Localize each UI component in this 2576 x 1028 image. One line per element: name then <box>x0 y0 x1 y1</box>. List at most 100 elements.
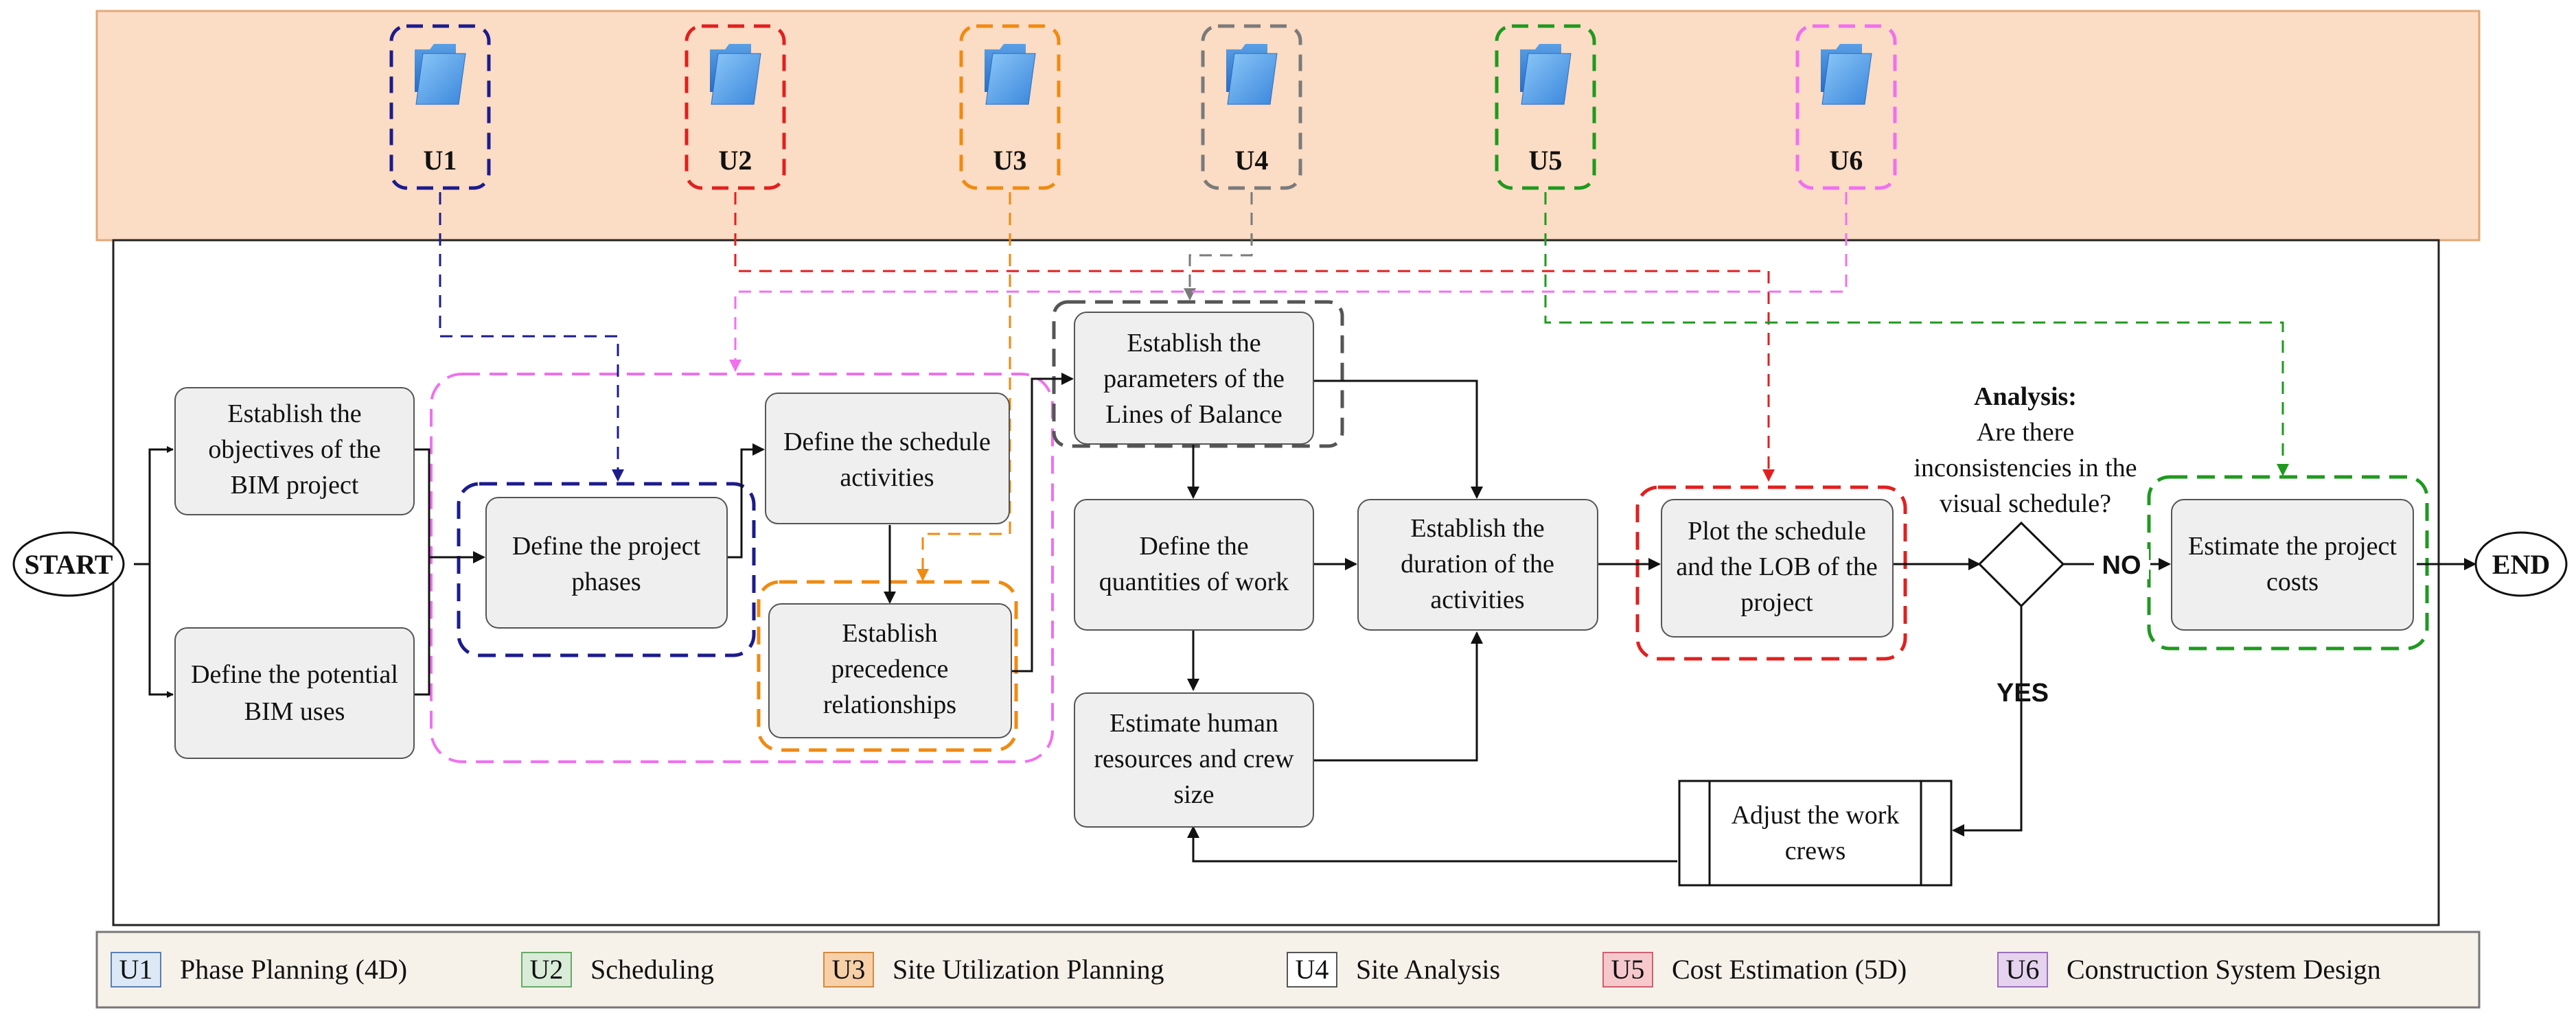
node-duration-line3: activities <box>1430 585 1524 614</box>
node-human-resources: Estimate human resources and crew size <box>1074 692 1314 828</box>
node-quantities-line1: Define the <box>1139 532 1248 561</box>
node-quantities: Define the quantities of work <box>1074 499 1314 631</box>
node-costs-line2: costs <box>2266 568 2319 596</box>
node-objectives-line3: BIM project <box>231 471 359 500</box>
node-precedence-line1: Establish <box>842 619 937 648</box>
node-human-resources-line1: Estimate human <box>1109 709 1278 738</box>
node-adjust-crews: Adjust the work crews <box>1678 780 1953 887</box>
flow-start-potential-uses <box>148 564 174 698</box>
node-precedence: Establish precedence relationships <box>768 603 1012 738</box>
start-node: START <box>12 531 125 597</box>
flow-start-objectives <box>134 446 174 565</box>
legend-item-u5: U5 Cost Estimation (5D) <box>1602 952 1907 988</box>
node-plot-schedule-line3: project <box>1740 588 1813 617</box>
decision-node: Analysis: Are there inconsistencies in t… <box>1913 382 2149 708</box>
legend-label-u2: Scheduling <box>590 954 714 985</box>
legend-code-u2: U2 <box>530 954 564 985</box>
node-objectives-line1: Establish the <box>227 399 361 428</box>
decision-diamond <box>1977 521 2065 608</box>
use-u2-frame <box>685 24 786 190</box>
use-u2-label: U2 <box>719 145 752 176</box>
legend-code-u4: U4 <box>1296 954 1329 985</box>
legend-code-u3: U3 <box>832 954 866 985</box>
end-ellipse <box>2474 531 2568 597</box>
analysis-question-line1: Are there <box>1977 418 2074 447</box>
flow-precedence-lob <box>1011 373 1074 673</box>
node-schedule-activities-line1: Define the schedule <box>783 428 991 456</box>
legend-label-u6: Construction System Design <box>2067 954 2381 985</box>
use-u3-label: U3 <box>993 145 1027 176</box>
use-u4: U4 <box>1201 24 1302 190</box>
use-u5-label: U5 <box>1529 145 1563 176</box>
use-u2: U2 <box>685 24 786 190</box>
node-precedence-line3: relationships <box>823 690 956 719</box>
legend-label-u1: Phase Planning (4D) <box>180 954 407 985</box>
node-human-resources-line3: size <box>1173 780 1214 809</box>
legend-item-u4: U4 Site Analysis <box>1287 952 1500 988</box>
u3-connector <box>917 192 1011 581</box>
u4-connector <box>1184 192 1253 301</box>
bim-uses-band <box>95 10 2481 242</box>
legend-code-u1: U1 <box>119 954 153 985</box>
decision-yes-label: YES <box>1997 679 2049 708</box>
analysis-title: Analysis: <box>1974 382 2077 411</box>
node-lob-params: Establish the parameters of the Lines of… <box>1074 312 1314 445</box>
legend-item-u6: U6 Construction System Design <box>1997 952 2381 988</box>
u6-connector <box>729 192 1848 372</box>
flow-adjust-resources <box>1187 826 1677 863</box>
flow-uses-phases <box>414 557 430 696</box>
node-lob-params-line1: Establish the <box>1127 329 1261 358</box>
node-human-resources-line2: resources and crew <box>1094 745 1294 773</box>
use-u4-label: U4 <box>1235 145 1269 176</box>
use-u6-label: U6 <box>1830 145 1863 176</box>
use-u1: U1 <box>389 24 491 190</box>
u1-connector <box>439 192 624 482</box>
node-precedence-line2: precedence <box>831 655 949 684</box>
u4-group-box <box>1052 300 1344 448</box>
node-costs: Estimate the project costs <box>2171 499 2414 631</box>
node-plot-schedule-line2: and the LOB of the <box>1676 552 1877 581</box>
node-project-phases-line2: phases <box>571 568 641 596</box>
end-label: END <box>2492 549 2550 580</box>
node-duration: Establish the duration of the activities <box>1357 499 1598 631</box>
node-potential-uses-line1: Define the potential <box>191 660 398 689</box>
legend-item-u1: U1 Phase Planning (4D) <box>111 952 407 988</box>
legend: U1 Phase Planning (4D) U2 Scheduling U3 … <box>95 931 2481 1009</box>
legend-label-u5: Cost Estimation (5D) <box>1672 954 1907 985</box>
node-costs-line1: Estimate the project <box>2188 532 2397 561</box>
flow-decision-adjust <box>1952 606 2023 837</box>
node-lob-params-line3: Lines of Balance <box>1105 400 1282 429</box>
use-u1-frame <box>389 24 491 190</box>
node-duration-line2: duration of the <box>1401 550 1554 579</box>
legend-item-u2: U2 Scheduling <box>521 952 714 988</box>
flow-resources-duration <box>1313 631 1483 762</box>
flow-phases-activities <box>727 443 765 559</box>
use-u4-frame <box>1201 24 1302 190</box>
node-duration-line1: Establish the <box>1410 514 1544 543</box>
u2-group-box <box>1635 485 1907 661</box>
node-project-phases-line1: Define the project <box>512 532 701 561</box>
start-ellipse <box>12 531 125 597</box>
node-adjust-crews-line2: crews <box>1785 837 1846 865</box>
legend-code-u6: U6 <box>2006 954 2040 985</box>
node-lob-params-line2: parameters of the <box>1103 364 1285 393</box>
flow-lob-duration <box>1313 379 1483 499</box>
legend-label-u4: Site Analysis <box>1356 954 1500 985</box>
u3-group-box <box>757 580 1018 752</box>
node-plot-schedule-line1: Plot the schedule <box>1688 517 1866 546</box>
legend-label-u3: Site Utilization Planning <box>893 954 1164 985</box>
legend-code-u5: U5 <box>1611 954 1645 985</box>
node-plot-schedule: Plot the schedule and the LOB of the pro… <box>1661 499 1894 638</box>
u5-connector <box>1544 192 2289 476</box>
node-potential-uses-line2: BIM uses <box>244 697 345 726</box>
use-u3: U3 <box>959 24 1061 190</box>
u2-connector <box>734 192 1775 482</box>
node-adjust-crews-line1: Adjust the work <box>1732 801 1900 830</box>
node-objectives: Establish the objectives of the BIM proj… <box>174 387 415 515</box>
u5-group-box <box>2147 475 2429 651</box>
u6-group-box <box>430 373 1054 763</box>
flow-objectives-phases <box>414 448 485 563</box>
node-schedule-activities-line2: activities <box>840 463 934 492</box>
start-label: START <box>24 549 113 580</box>
